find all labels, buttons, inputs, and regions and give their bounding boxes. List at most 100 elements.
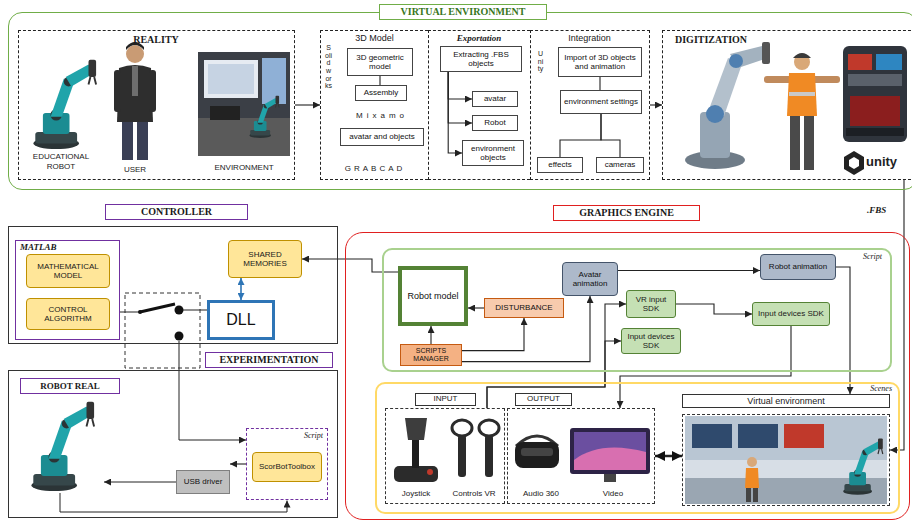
- joystick-icon: [405, 418, 427, 440]
- control-room-render: [846, 128, 904, 136]
- section-heading: Exportation: [429, 33, 529, 44]
- column-box: 3D geometric modelAssemblyavatar and obj…: [320, 30, 428, 180]
- section-frame: ROBOT REALScorBotToolboxScriptUSB driver…: [8, 370, 338, 518]
- connector: [448, 72, 472, 123]
- joystick-icon: [394, 466, 438, 482]
- environment-photo: [204, 60, 258, 98]
- vr-headset-icon: [521, 448, 553, 456]
- switch-symbol: [140, 304, 175, 312]
- connector: [430, 326, 431, 344]
- user-photo: [114, 42, 156, 160]
- vr-controllers-icon: [485, 435, 493, 477]
- box-text: Assembly: [364, 88, 399, 97]
- connector: [468, 307, 484, 308]
- section-heading: GRAPHICS ENGINE: [553, 205, 700, 221]
- process-box: USB driver: [176, 470, 230, 494]
- connector: [599, 77, 600, 90]
- vr-controllers-icon: [452, 420, 472, 436]
- joystick-icon: [427, 469, 433, 475]
- box-text: ScorBotToolbox: [259, 462, 315, 471]
- group-box: MATHEMATICAL MODELCONTROL ALGORITHMMATLA…: [15, 240, 120, 340]
- video-screen-icon: [570, 428, 650, 482]
- box-text: Robot: [484, 118, 505, 127]
- video-screen-icon: [570, 428, 650, 474]
- connector: [836, 267, 850, 394]
- virtual-environment-render: [746, 488, 751, 502]
- section-frame: MATHEMATICAL MODELCONTROL ALGORITHMMATLA…: [8, 226, 338, 344]
- caption-label: EDUCATIONAL ROBOT: [20, 152, 102, 171]
- box-text: Avatar animation: [566, 270, 614, 288]
- box-text: MATHEMATICAL MODEL: [30, 262, 106, 280]
- process-box: avatar and objects: [340, 128, 424, 146]
- connector: [448, 72, 472, 99]
- user-photo: [122, 122, 133, 160]
- process-box: Robot: [472, 115, 518, 130]
- section-frame: Robot modelSCRIPTS MANAGERDISTURBANCEAva…: [345, 232, 910, 520]
- section-heading: 3D Model: [321, 33, 428, 44]
- process-box: ScorBotToolbox: [252, 452, 322, 482]
- usb-wiring: [60, 482, 287, 512]
- vr-controllers-icon: [458, 435, 466, 477]
- process-box: cameras: [596, 157, 644, 172]
- process-box: Avatar animation: [562, 262, 618, 296]
- virtual-environment-render: [685, 416, 887, 460]
- switch-symbol: [120, 312, 140, 313]
- process-box: environment settings: [560, 90, 642, 114]
- unity-logo: [844, 151, 864, 175]
- vertical-label: Unity: [537, 50, 544, 73]
- box-text: Input devices SDK: [758, 309, 824, 318]
- switch-symbol: [175, 332, 184, 341]
- environment-photo: [249, 96, 279, 138]
- virtual-environment-render: [753, 488, 758, 502]
- process-box: Robot model: [398, 266, 468, 326]
- section-heading: EXPERIMENTATION: [205, 352, 333, 368]
- box-text: Robot animation: [769, 262, 827, 271]
- connector: [240, 278, 242, 300]
- switch-symbol: [125, 293, 200, 368]
- video-screen-icon: [574, 432, 646, 470]
- process-box: Assembly: [355, 85, 407, 100]
- connector: [295, 104, 320, 105]
- process-box: avatar: [472, 91, 518, 106]
- section-heading: VIRTUAL ENVIRONMENT: [379, 4, 547, 20]
- control-room-render: [843, 46, 907, 142]
- column-box: Extracting .FBS objects avatarRobot enviro…: [428, 30, 530, 180]
- process-box: Input devices SDK: [621, 328, 681, 354]
- connector: [676, 304, 752, 314]
- robot-model-render: [762, 42, 770, 64]
- section-heading: Integration: [531, 33, 648, 44]
- connector: [655, 455, 682, 458]
- box-text: DLL: [226, 311, 255, 329]
- caption-label: ENVIRONMENT: [198, 163, 290, 173]
- environment-photo: [208, 64, 254, 94]
- box-text: SHARED MEMORIES: [232, 250, 298, 268]
- avatar-render: [764, 53, 840, 170]
- section-heading: REALITY: [19, 34, 293, 46]
- vr-headset-icon: [515, 442, 559, 468]
- box-text: CONTROL ALGORITHM: [30, 305, 106, 323]
- real-robot-photo: [31, 402, 94, 491]
- process-box: Extracting .FBS objects: [440, 46, 522, 72]
- column-box: Import of 3D objects and animationenviro…: [530, 30, 650, 180]
- title-tag: ROBOT REAL: [20, 378, 120, 394]
- connector: [379, 76, 380, 85]
- unity-logo: [844, 151, 864, 175]
- section-heading: Virtual environment: [682, 394, 890, 408]
- section-heading: OUTPUT: [515, 393, 572, 406]
- user-photo: [137, 122, 148, 160]
- process-box: environment objects: [462, 140, 524, 166]
- virtual-environment-render: [692, 424, 732, 448]
- user-photo: [132, 66, 138, 96]
- robot-model-render: [685, 42, 770, 169]
- box-text: environment objects: [466, 144, 520, 162]
- process-box: MATHEMATICAL MODEL: [26, 254, 110, 288]
- box-text: Input devices SDK: [625, 332, 677, 350]
- connector: [601, 114, 620, 157]
- control-room-render: [843, 46, 907, 142]
- connector: [890, 180, 904, 450]
- connector: [230, 463, 246, 464]
- video-screen-icon: [574, 448, 646, 471]
- caption-label: unity: [866, 154, 910, 170]
- edge-label: .FBS: [866, 205, 887, 215]
